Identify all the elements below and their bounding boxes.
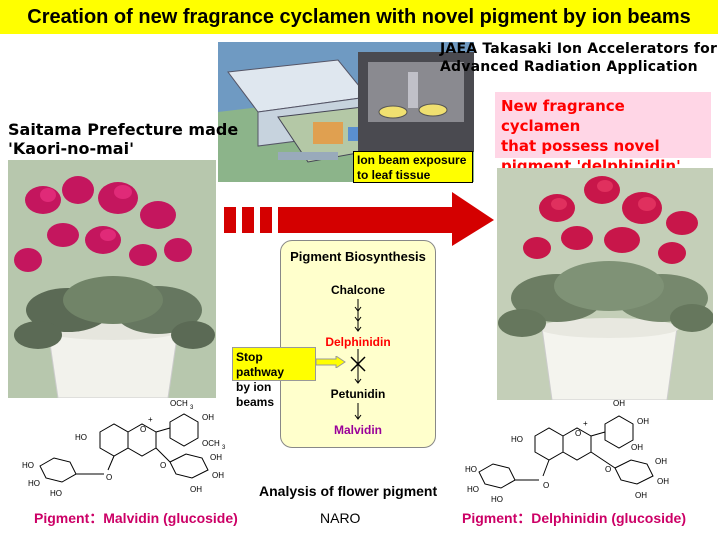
saitama-label-line2: 'Kaori-no-mai' <box>8 139 134 158</box>
malvidin-caption: Pigment：Malvidin (glucoside) <box>34 510 238 526</box>
transformation-arrow <box>224 192 494 246</box>
page-title: Creation of new fragrance cyclamen with … <box>27 5 691 28</box>
chem-oh-sugar3: OH <box>190 485 202 494</box>
left-cyclamen-illustration <box>8 160 216 398</box>
chem-oh-low-r: OH <box>631 443 643 452</box>
step-petunidin: Petunidin <box>330 387 386 401</box>
chem-oh-sugar1-r: OH <box>655 457 667 466</box>
right-cyclamen-illustration <box>497 168 713 400</box>
new-label-line2: that possess novel <box>501 137 660 155</box>
chem-ho-sugar1-r: HO <box>465 465 477 474</box>
chem-oh-b: OH <box>202 413 214 422</box>
analysis-label: Analysis of flower pigment <box>259 483 438 499</box>
chem-och3-top-sub: 3 <box>190 405 194 411</box>
arrow-down-1 <box>354 299 362 332</box>
step-malvidin: Malvidin <box>333 423 382 437</box>
chem-o-link-right-r: O <box>605 465 611 474</box>
new-label-line1: New fragrance cyclamen <box>501 97 625 135</box>
chem-oh-top-r: OH <box>613 399 625 408</box>
exposure-label: Ion beam exposure to leaf tissue <box>353 151 473 183</box>
chem-oh-sugar1: OH <box>210 453 222 462</box>
stop-label-line2: by ion beams <box>236 380 275 409</box>
saitama-label: Saitama Prefecture made 'Kaori-no-mai' <box>8 120 238 158</box>
chem-o-link-left: O <box>106 473 112 482</box>
malvidin-structure: + O HO OCH 3 OH OCH 3 O O HO HO HO OH OH… <box>22 399 226 498</box>
arrow-dash-3 <box>260 207 272 233</box>
chem-oh-sugar2: OH <box>212 471 224 480</box>
stop-label-line1: Stop pathway <box>236 350 285 379</box>
delphinidin-caption: Pigment：Delphinidin (glucoside) <box>462 510 686 526</box>
chem-ho-left-r: HO <box>511 435 523 444</box>
new-cyclamen-label: New fragrance cyclamen that possess nove… <box>495 92 711 175</box>
facility-label-line1: JAEA Takasaki Ion Accelerators for <box>440 41 718 57</box>
right-cyclamen-photo <box>497 168 713 400</box>
arrow-down-2 <box>354 403 362 420</box>
saitama-label-line1: Saitama Prefecture made <box>8 120 239 139</box>
org-label: NARO <box>320 510 361 526</box>
arrow-dash-1 <box>224 207 236 233</box>
chem-och3-bottom: OCH <box>202 439 220 448</box>
left-cyclamen-photo <box>8 160 216 398</box>
exposure-label-line1: Ion beam exposure <box>357 153 467 167</box>
step-delphinidin: Delphinidin <box>325 335 391 349</box>
chem-ho-left: HO <box>75 433 87 442</box>
chem-o-ring-r: O <box>575 429 581 438</box>
biosynthesis-title: Pigment Biosynthesis <box>290 249 426 264</box>
chem-plus-r: + <box>583 419 588 428</box>
chem-oh-sugar2-r: OH <box>657 477 669 486</box>
biosynthesis-box: Pigment Biosynthesis Chalcone Delphinidi… <box>280 240 436 448</box>
chem-ho-sugar1: HO <box>22 461 34 470</box>
chem-ho-sugar3: HO <box>50 489 62 498</box>
facility-photo <box>218 42 474 182</box>
chem-ho-sugar3-r: HO <box>491 495 503 504</box>
chem-oh-sugar3-r: OH <box>635 491 647 500</box>
chem-och3-top: OCH <box>170 399 188 408</box>
delphinidin-structure: + O HO OH OH OH O O HO HO HO OH OH OH <box>465 399 669 504</box>
chem-o-ring: O <box>140 425 146 434</box>
chem-och3-bottom-sub: 3 <box>222 445 226 451</box>
chem-plus: + <box>148 415 153 424</box>
chem-o-link-left-r: O <box>543 481 549 490</box>
stop-pointer-arrow <box>316 356 346 368</box>
facility-label-line2: Advanced Radiation Application <box>440 59 698 75</box>
exposure-label-line2: to leaf tissue <box>357 168 431 182</box>
chem-o-link-right: O <box>160 461 166 470</box>
facility-label: JAEA Takasaki Ion Accelerators for Advan… <box>440 40 717 76</box>
chem-ho-sugar2-r: HO <box>467 485 479 494</box>
chem-oh-mid-r: OH <box>637 417 649 426</box>
arrow-dash-2 <box>242 207 254 233</box>
blocked-arrow <box>350 349 366 384</box>
step-chalcone: Chalcone <box>330 283 385 297</box>
arrow-head <box>278 192 494 246</box>
chem-ho-sugar2: HO <box>28 479 40 488</box>
facility-illustration <box>218 42 474 182</box>
title-bar: Creation of new fragrance cyclamen with … <box>0 0 718 34</box>
stop-pathway-label: Stop pathway by ion beams <box>232 347 316 409</box>
